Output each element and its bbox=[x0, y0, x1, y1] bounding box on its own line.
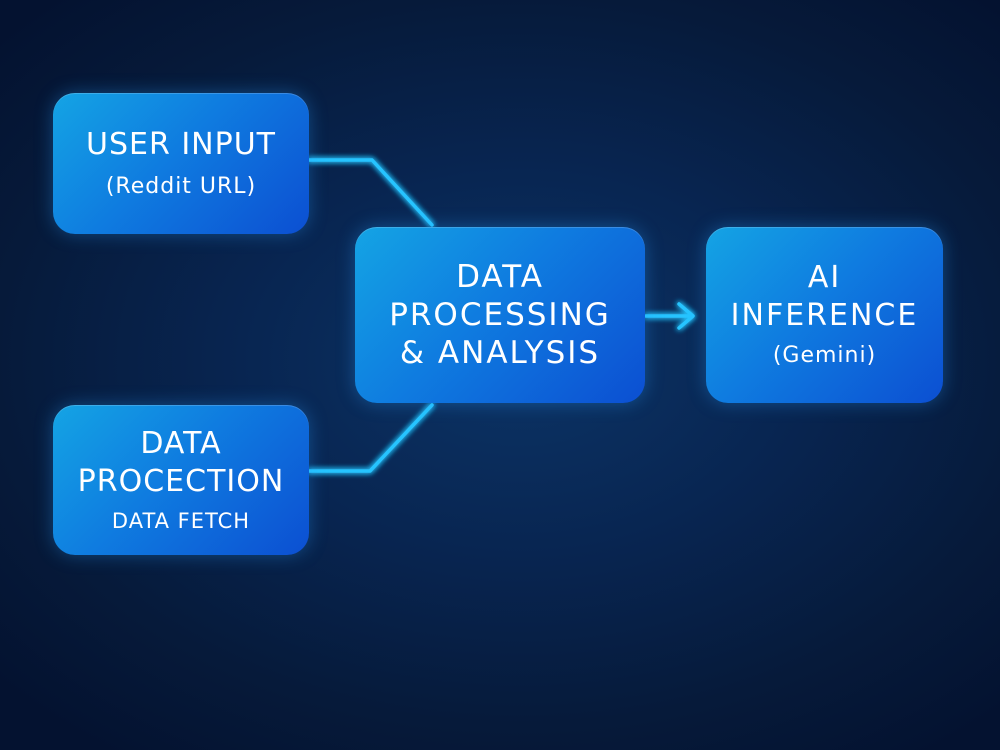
node-user-input: USER INPUT (Reddit URL) bbox=[53, 93, 309, 234]
node-ai-inference-line1: AI bbox=[807, 260, 842, 295]
node-ai-inference: AI INFERENCE (Gemini) bbox=[706, 227, 943, 403]
node-user-input-subtitle: (Reddit URL) bbox=[105, 173, 257, 199]
node-data-processing: DATA PROCESSING & ANALYSIS bbox=[355, 227, 645, 403]
node-ai-inference-subtitle: (Gemini) bbox=[772, 343, 877, 368]
node-data-procection-title-line2: PROCECTION bbox=[77, 464, 285, 499]
node-data-procection-title-line1: DATA bbox=[140, 426, 222, 461]
arrowhead-icon bbox=[677, 302, 695, 330]
node-data-procection-subtitle: DATA FETCH bbox=[111, 509, 251, 533]
connector-procection-to-processing bbox=[307, 403, 434, 473]
node-data-processing-line3: & ANALYSIS bbox=[399, 335, 601, 371]
connector-user-input-to-processing bbox=[307, 158, 434, 227]
node-data-processing-line2: PROCESSING bbox=[389, 297, 611, 333]
node-ai-inference-line2: INFERENCE bbox=[730, 298, 919, 333]
node-user-input-title: USER INPUT bbox=[86, 126, 276, 162]
node-data-procection: DATA PROCECTION DATA FETCH bbox=[53, 405, 309, 555]
node-data-processing-line1: DATA bbox=[456, 259, 544, 295]
